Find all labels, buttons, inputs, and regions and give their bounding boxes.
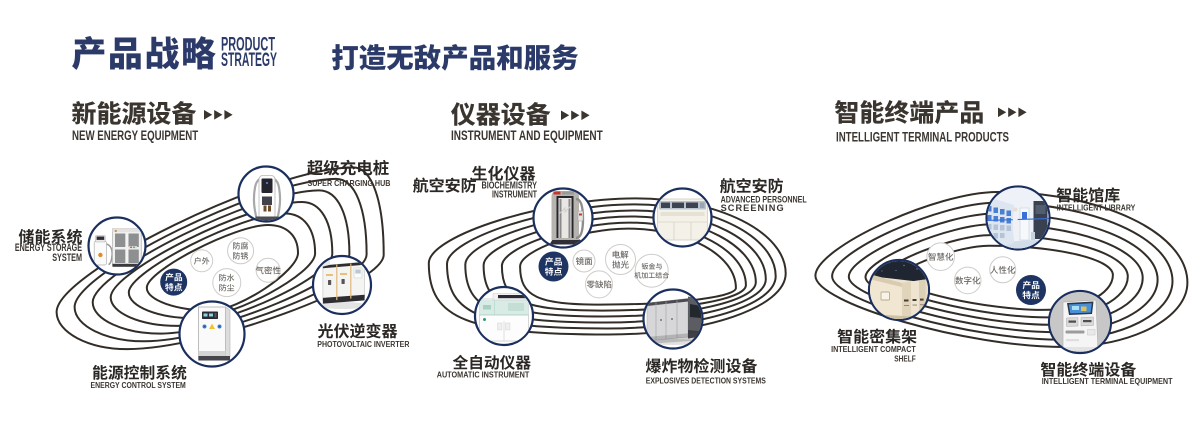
svg-text:AUTOMATIC INSTRUMENT: AUTOMATIC INSTRUMENT [437,369,530,379]
svg-text:EXPLOSIVES DETECTION SYSTEMS: EXPLOSIVES DETECTION SYSTEMS [646,375,766,385]
svg-text:ENERGY CONTROL SYSTEM: ENERGY CONTROL SYSTEM [91,380,186,390]
svg-text:INTELLIGENT TERMINAL EQUIPMENT: INTELLIGENT TERMINAL EQUIPMENT [1042,376,1174,386]
svg-text:SCREENING: SCREENING [721,203,785,213]
svg-text:NEW ENERGY EQUIPMENT: NEW ENERGY EQUIPMENT [72,128,199,143]
svg-text:SHELF: SHELF [894,354,916,364]
svg-text:ADVANCED PERSONNEL: ADVANCED PERSONNEL [721,195,807,205]
svg-text:PHOTOVOLTAIC INVERTER: PHOTOVOLTAIC INVERTER [317,339,410,349]
svg-text:SYSTEM: SYSTEM [52,252,82,264]
svg-text:INTELLIGENT COMPACT: INTELLIGENT COMPACT [831,344,916,354]
svg-text:STRATEGY: STRATEGY [221,50,277,71]
svg-text:BIOCHEMISTRY: BIOCHEMISTRY [482,181,538,192]
svg-text:PRODUCT: PRODUCT [221,34,275,55]
svg-text:SUPER CHARGING HUB: SUPER CHARGING HUB [308,178,391,188]
svg-text:INSTRUMENT: INSTRUMENT [492,189,537,200]
svg-text:INTELLIGENT TERMINAL PRODUCTS: INTELLIGENT TERMINAL PRODUCTS [836,129,1009,144]
svg-text:INSTRUMENT AND EQUIPMENT: INSTRUMENT AND EQUIPMENT [451,128,603,143]
svg-text:INTELLIGENT LIBRARY: INTELLIGENT LIBRARY [1057,204,1136,213]
svg-text:ENERGY STORAGE: ENERGY STORAGE [15,242,82,254]
